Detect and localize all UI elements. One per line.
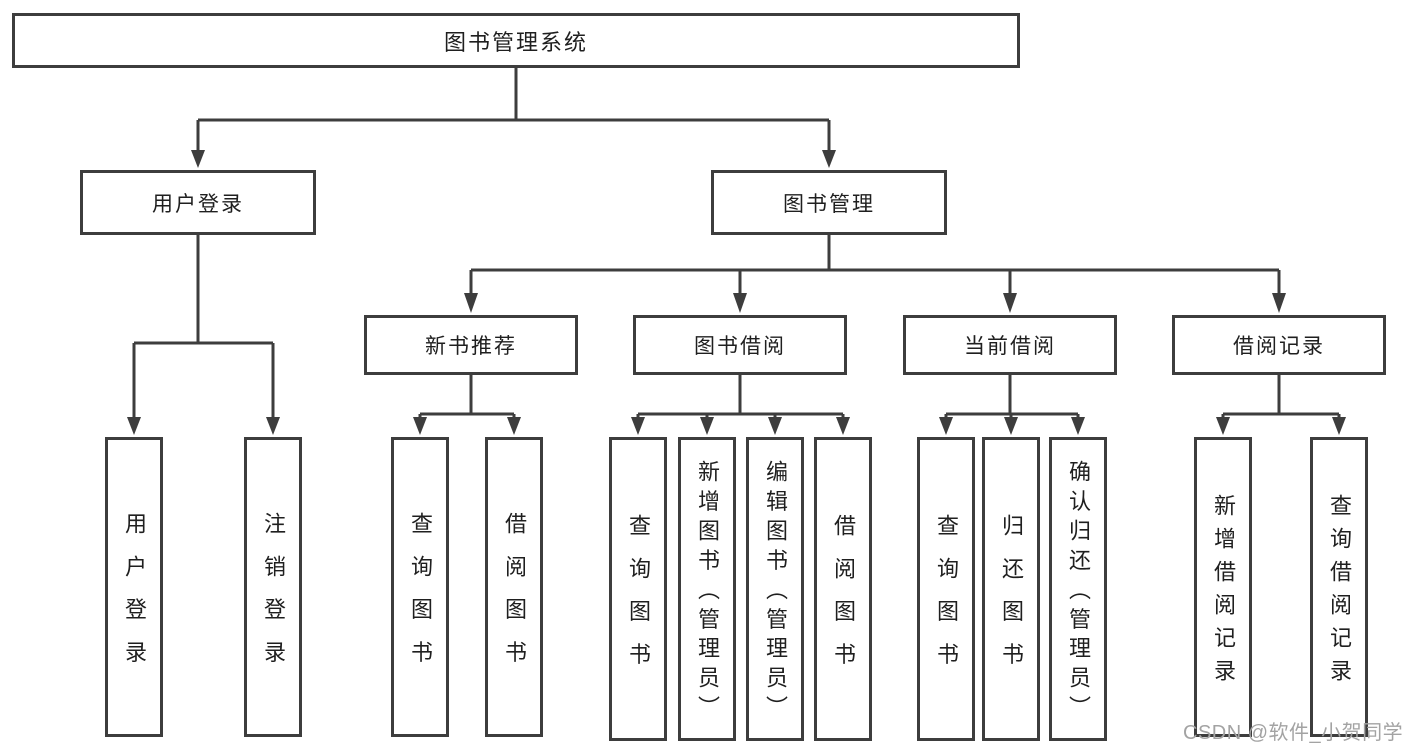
node-borrow-records: 借阅记录 (1172, 315, 1386, 375)
node-label: 图书管理系统 (443, 29, 588, 55)
node-user-login: 用户登录 (80, 170, 316, 235)
arrowhead-icon (822, 150, 836, 168)
leaf-label: 新增图书（管理员） (695, 460, 720, 726)
arrowhead-icon (768, 417, 782, 435)
arrowhead-icon (1004, 417, 1018, 435)
leaf-edit-book-admin: 编辑图书（管理员） (746, 437, 804, 741)
leaf-borrow-books: 借阅图书 (814, 437, 872, 741)
leaf-label: 查询图书 (408, 511, 433, 684)
leaf-label: 查询借阅记录 (1327, 493, 1352, 692)
leaf-label: 借阅图书 (502, 511, 527, 684)
leaf-query-books-borrow: 查询图书 (609, 437, 667, 741)
leaf-query-books-current: 查询图书 (917, 437, 975, 741)
arrowhead-icon (266, 417, 280, 435)
connector-user-login-to-leaves (127, 235, 280, 435)
node-label: 图书管理 (783, 192, 875, 216)
arrowhead-icon (836, 417, 850, 435)
arrowhead-icon (1003, 293, 1017, 313)
node-book-borrow: 图书借阅 (633, 315, 847, 375)
node-label: 用户登录 (152, 192, 244, 216)
node-label: 借阅记录 (1233, 335, 1325, 358)
leaf-label: 借阅图书 (831, 513, 856, 686)
leaf-label: 查询图书 (626, 513, 651, 686)
leaf-label: 归还图书 (999, 513, 1024, 686)
arrowhead-icon (1071, 417, 1085, 435)
leaf-add-borrow-record: 新增借阅记录 (1194, 437, 1252, 737)
leaf-label: 注销登录 (261, 511, 286, 684)
arrowhead-icon (1272, 293, 1286, 313)
node-label: 新书推荐 (425, 335, 517, 358)
watermark: CSDN @软件_小贺同学 (1183, 722, 1404, 744)
arrowhead-icon (191, 150, 205, 168)
leaf-query-books-recommend: 查询图书 (391, 437, 449, 737)
arrowhead-icon (507, 417, 521, 435)
node-library-management-system: 图书管理系统 (12, 13, 1020, 68)
connector-borrow-records-to-leaves (1216, 375, 1346, 435)
arrowhead-icon (1216, 417, 1230, 435)
leaf-confirm-return-admin: 确认归还（管理员） (1049, 437, 1107, 741)
connector-new-book-recommend-to-leaves (413, 375, 521, 435)
leaf-return-book: 归还图书 (982, 437, 1040, 741)
leaf-label: 用户登录 (122, 511, 147, 684)
connector-current-borrow-to-leaves (939, 375, 1085, 435)
arrowhead-icon (939, 417, 953, 435)
arrowhead-icon (127, 417, 141, 435)
node-current-borrow: 当前借阅 (903, 315, 1117, 375)
arrowhead-icon (700, 417, 714, 435)
arrowhead-icon (733, 293, 747, 313)
node-new-book-recommend: 新书推荐 (364, 315, 578, 375)
node-book-management: 图书管理 (711, 170, 947, 235)
leaf-label: 新增借阅记录 (1211, 493, 1236, 692)
leaf-label: 编辑图书（管理员） (763, 460, 788, 726)
leaf-label: 确认归还（管理员） (1066, 460, 1091, 726)
leaf-add-book-admin: 新增图书（管理员） (678, 437, 736, 741)
connector-book-borrow-to-leaves (631, 375, 850, 435)
leaf-borrow-books-recommend: 借阅图书 (485, 437, 543, 737)
arrowhead-icon (413, 417, 427, 435)
node-label: 图书借阅 (694, 335, 786, 358)
node-label: 当前借阅 (964, 335, 1056, 358)
connector-root-to-level2 (191, 68, 836, 168)
connector-book-management-to-level3 (464, 235, 1286, 313)
arrowhead-icon (1332, 417, 1346, 435)
leaf-label: 查询图书 (934, 513, 959, 686)
arrowhead-icon (464, 293, 478, 313)
leaf-logout: 注销登录 (244, 437, 302, 737)
leaf-user-login: 用户登录 (105, 437, 163, 737)
leaf-query-borrow-record: 查询借阅记录 (1310, 437, 1368, 737)
arrowhead-icon (631, 417, 645, 435)
